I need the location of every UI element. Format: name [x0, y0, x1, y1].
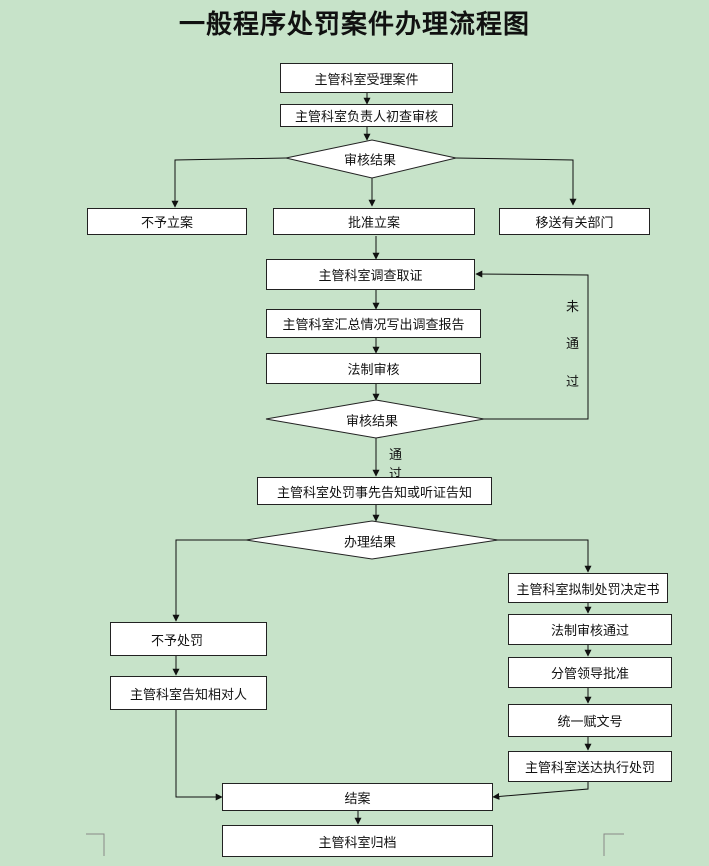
node-legal-review: 法制审核: [266, 353, 481, 384]
node-draft-decision: 主管科室拟制处罚决定书: [508, 573, 668, 603]
decision-diamond-1: [285, 139, 457, 179]
edge-label-not-pass-1: 未: [566, 300, 580, 315]
edge-label-pass-1: 通: [389, 448, 403, 463]
node-legal-approved: 法制审核通过: [508, 614, 672, 645]
node-approve-filing: 批准立案: [273, 208, 475, 235]
decision-label-2: 审核结果: [345, 414, 399, 430]
edge-label-not-pass-3: 过: [566, 375, 580, 390]
node-prior-notice: 主管科室处罚事先告知或听证告知: [257, 477, 492, 505]
decision-label-3: 办理结果: [343, 535, 397, 551]
node-archive: 主管科室归档: [222, 825, 493, 857]
page-title: 一般程序处罚案件办理流程图: [178, 10, 530, 40]
decision-diamond-2: [265, 399, 485, 439]
decision-label-1: 审核结果: [343, 153, 397, 169]
node-no-penalty: 不予处罚: [110, 622, 267, 656]
node-transfer-department: 移送有关部门: [499, 208, 650, 235]
node-close-case: 结案: [222, 783, 493, 811]
node-no-filing: 不予立案: [87, 208, 247, 235]
node-initial-review: 主管科室负责人初查审核: [280, 104, 453, 127]
decision-diamond-3: [245, 520, 499, 560]
node-deliver-execute: 主管科室送达执行处罚: [508, 751, 672, 782]
edge-label-not-pass-2: 通: [566, 337, 580, 352]
node-assign-doc-number: 统一赋文号: [508, 704, 672, 737]
node-accept-case: 主管科室受理案件: [280, 63, 453, 93]
node-investigation-report: 主管科室汇总情况写出调查报告: [266, 309, 481, 338]
node-investigation: 主管科室调查取证: [266, 259, 475, 290]
node-leader-approval: 分管领导批准: [508, 657, 672, 688]
node-notify-party: 主管科室告知相对人: [110, 676, 267, 710]
